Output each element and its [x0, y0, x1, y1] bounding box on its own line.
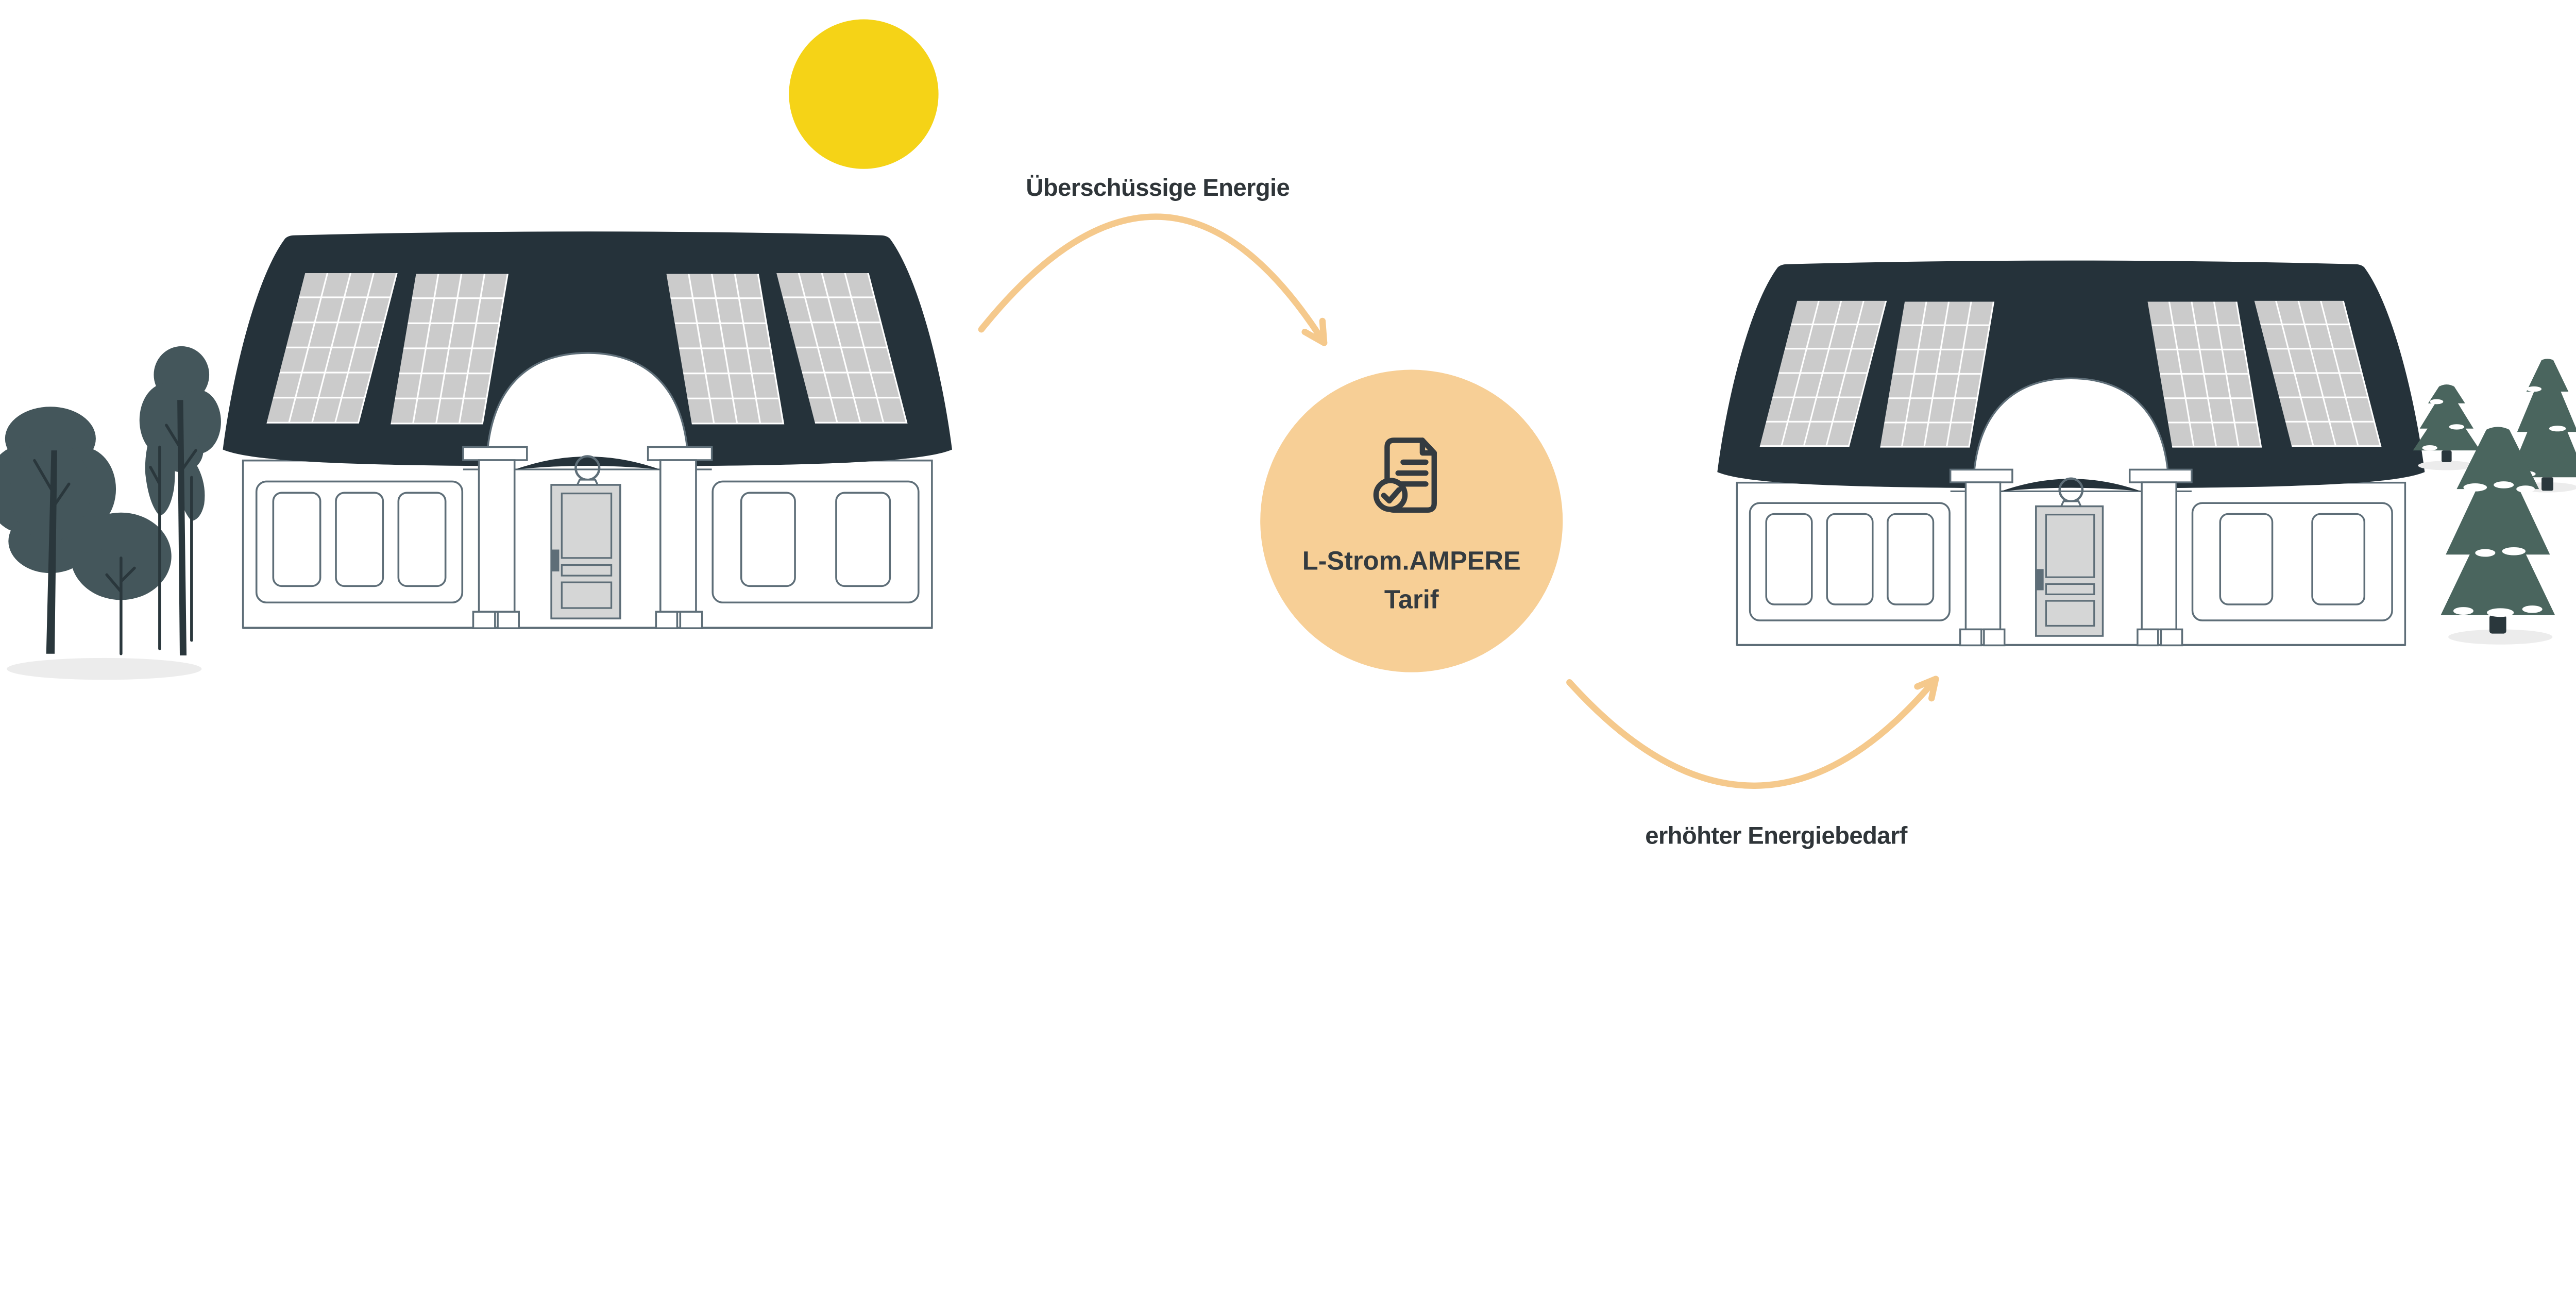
badge-circle — [1260, 369, 1563, 672]
house-right — [1717, 261, 2425, 646]
arrowhead-icon — [1301, 317, 1328, 346]
diagram-canvas: Überschüssige Energie L-Strom.AMPERE Tar… — [0, 19, 2576, 850]
arrow-top — [978, 213, 1328, 346]
solar-energy-diagram: Überschüssige Energie L-Strom.AMPERE Tar… — [0, 19, 2576, 850]
badge-subtitle: Tarif — [1384, 585, 1439, 614]
deciduous-tree-group — [0, 346, 221, 680]
tree-shadow — [2448, 629, 2553, 645]
arrow-bottom — [1566, 676, 1939, 789]
flow-label-top: Überschüssige Energie — [1026, 174, 1290, 201]
house-left — [223, 231, 953, 628]
badge-title: L-Strom.AMPERE — [1302, 546, 1521, 576]
document-check-icon — [1373, 437, 1437, 513]
pine-tree-group — [2413, 347, 2576, 645]
tree-shadow — [7, 658, 202, 680]
tree-canopies — [0, 346, 221, 600]
tree-trunks — [33, 400, 197, 656]
tree-shadow — [2418, 461, 2476, 470]
pine-tree — [2413, 374, 2481, 462]
tariff-badge: L-Strom.AMPERE Tarif — [1260, 369, 1563, 672]
arrowhead-icon — [1914, 676, 1939, 702]
flow-label-bottom: erhöhter Energiebedarf — [1645, 822, 1907, 849]
sun-icon — [789, 19, 939, 169]
pine-tree — [2441, 405, 2555, 634]
pine-tree — [2509, 347, 2576, 491]
